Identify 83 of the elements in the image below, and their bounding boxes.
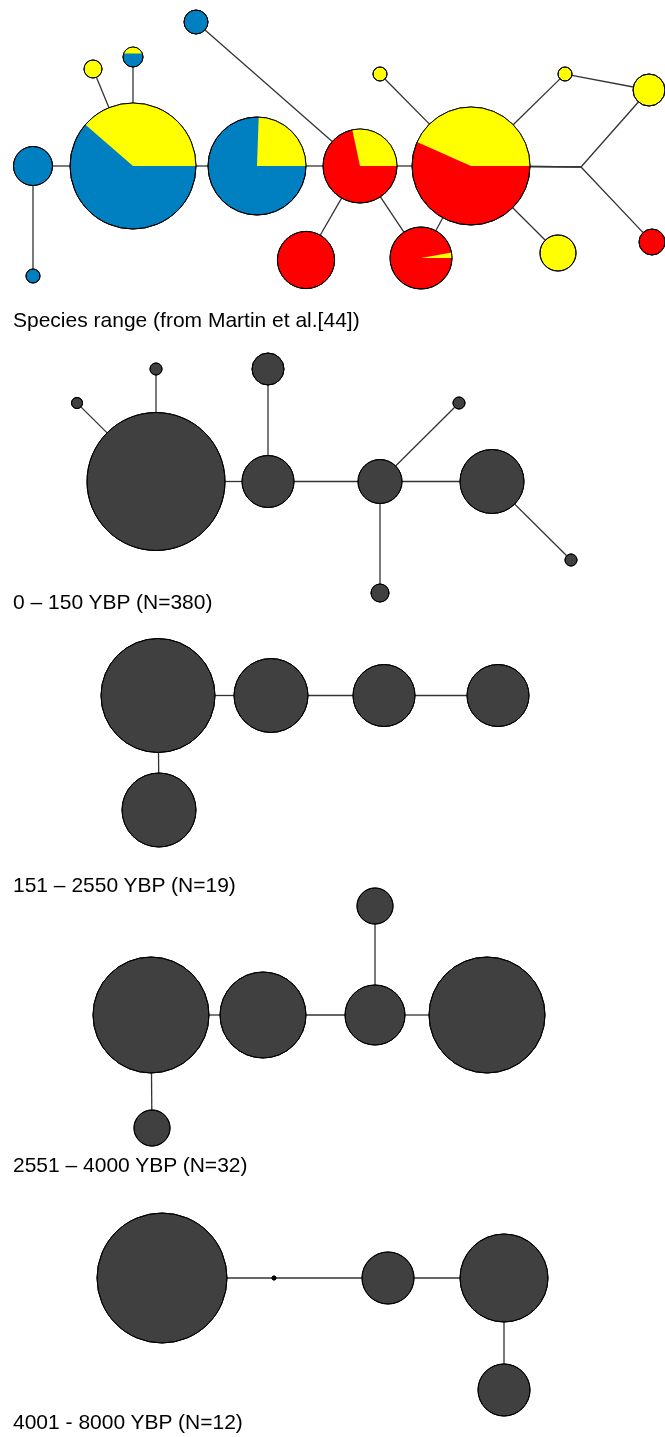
haplotype-circle xyxy=(241,455,295,508)
connector-line xyxy=(374,923,376,986)
connector-line xyxy=(267,384,269,457)
haplotype-circle xyxy=(219,971,307,1059)
haplotype-circle xyxy=(539,234,577,272)
connector-line xyxy=(95,76,110,109)
connector-line xyxy=(32,184,34,270)
panel-caption: Species range (from Martin et al.[44]) xyxy=(13,308,360,332)
haplotype-circle xyxy=(69,102,197,230)
connector-line xyxy=(394,406,456,467)
connector-line xyxy=(275,1277,363,1279)
connector-line xyxy=(305,1014,346,1016)
panel-caption: 4001 - 8000 YBP (N=12) xyxy=(13,1410,243,1434)
haplotype-circle xyxy=(370,583,390,603)
connector-line xyxy=(80,406,108,434)
connector-line xyxy=(155,374,157,414)
connector-line xyxy=(51,165,71,167)
haplotype-circle xyxy=(207,116,307,216)
connector-line xyxy=(214,694,235,697)
haplotype-circle xyxy=(322,128,398,204)
connector-line xyxy=(150,1072,153,1111)
panel-caption: 2551 – 4000 YBP (N=32) xyxy=(13,1153,248,1177)
connector-line xyxy=(379,196,405,233)
connector-line xyxy=(514,503,568,557)
connector-line xyxy=(503,1321,505,1365)
haplotype-circle xyxy=(276,230,336,290)
connector-line xyxy=(208,1014,221,1016)
connector-line xyxy=(529,165,644,234)
haplotype-circle xyxy=(459,449,525,514)
haplotype-circle xyxy=(459,1233,549,1323)
junction-dot xyxy=(271,1275,277,1281)
connector-line xyxy=(132,66,134,104)
connector-line xyxy=(157,751,160,774)
haplotype-circle xyxy=(25,268,41,284)
haplotype-circle xyxy=(96,1212,228,1344)
connector-line xyxy=(204,29,333,143)
haplotype-circle xyxy=(361,1251,415,1305)
haplotype-circle xyxy=(477,1363,531,1417)
haplotype-circle xyxy=(344,984,406,1046)
connector-line xyxy=(414,694,468,697)
haplotype-circle xyxy=(557,66,573,82)
connector-line xyxy=(305,165,324,167)
haplotype-circle xyxy=(133,1109,171,1147)
connector-line xyxy=(404,1014,430,1016)
haplotype-circle xyxy=(389,226,453,290)
connector-line xyxy=(512,207,546,241)
haplotype-circle xyxy=(428,956,546,1074)
connector-line xyxy=(307,694,354,697)
connector-line xyxy=(293,480,359,483)
connector-line xyxy=(401,480,461,483)
haplotype-circle xyxy=(564,553,578,567)
haplotype-circle xyxy=(233,658,309,733)
haplotype-circle xyxy=(251,352,285,386)
haplotype-circle xyxy=(149,362,163,376)
panel-caption: 151 – 2550 YBP (N=19) xyxy=(13,873,236,897)
connector-line xyxy=(413,1277,461,1279)
haplotype-circle xyxy=(372,66,388,82)
haplotype-circle xyxy=(122,46,144,68)
connector-line xyxy=(226,1277,273,1279)
connector-line xyxy=(319,197,343,236)
haplotype-circle xyxy=(13,146,53,186)
haplotype-circle xyxy=(183,9,209,35)
haplotype-circle xyxy=(92,956,210,1074)
haplotype-circle xyxy=(352,664,416,727)
haplotype-circle xyxy=(466,664,530,727)
haplotype-circle xyxy=(86,412,226,551)
haplotype-circle xyxy=(452,396,466,410)
connector-line xyxy=(379,502,381,585)
haplotype-circle xyxy=(100,638,216,753)
haplotype-circle xyxy=(411,106,531,226)
haplotype-circle xyxy=(71,397,83,409)
connector-line xyxy=(571,74,634,88)
haplotype-circle xyxy=(632,73,665,107)
haplotype-circle xyxy=(356,887,394,925)
haplotype-circle xyxy=(121,772,197,848)
connector-line xyxy=(384,78,431,125)
panel-caption: 0 – 150 YBP (N=380) xyxy=(13,590,213,614)
connector-line xyxy=(195,165,209,167)
haplotype-circle xyxy=(638,228,665,256)
connector-line xyxy=(396,165,413,167)
haplotype-circle xyxy=(83,59,103,79)
haplotype-circle xyxy=(357,459,403,504)
connector-line xyxy=(512,78,561,126)
